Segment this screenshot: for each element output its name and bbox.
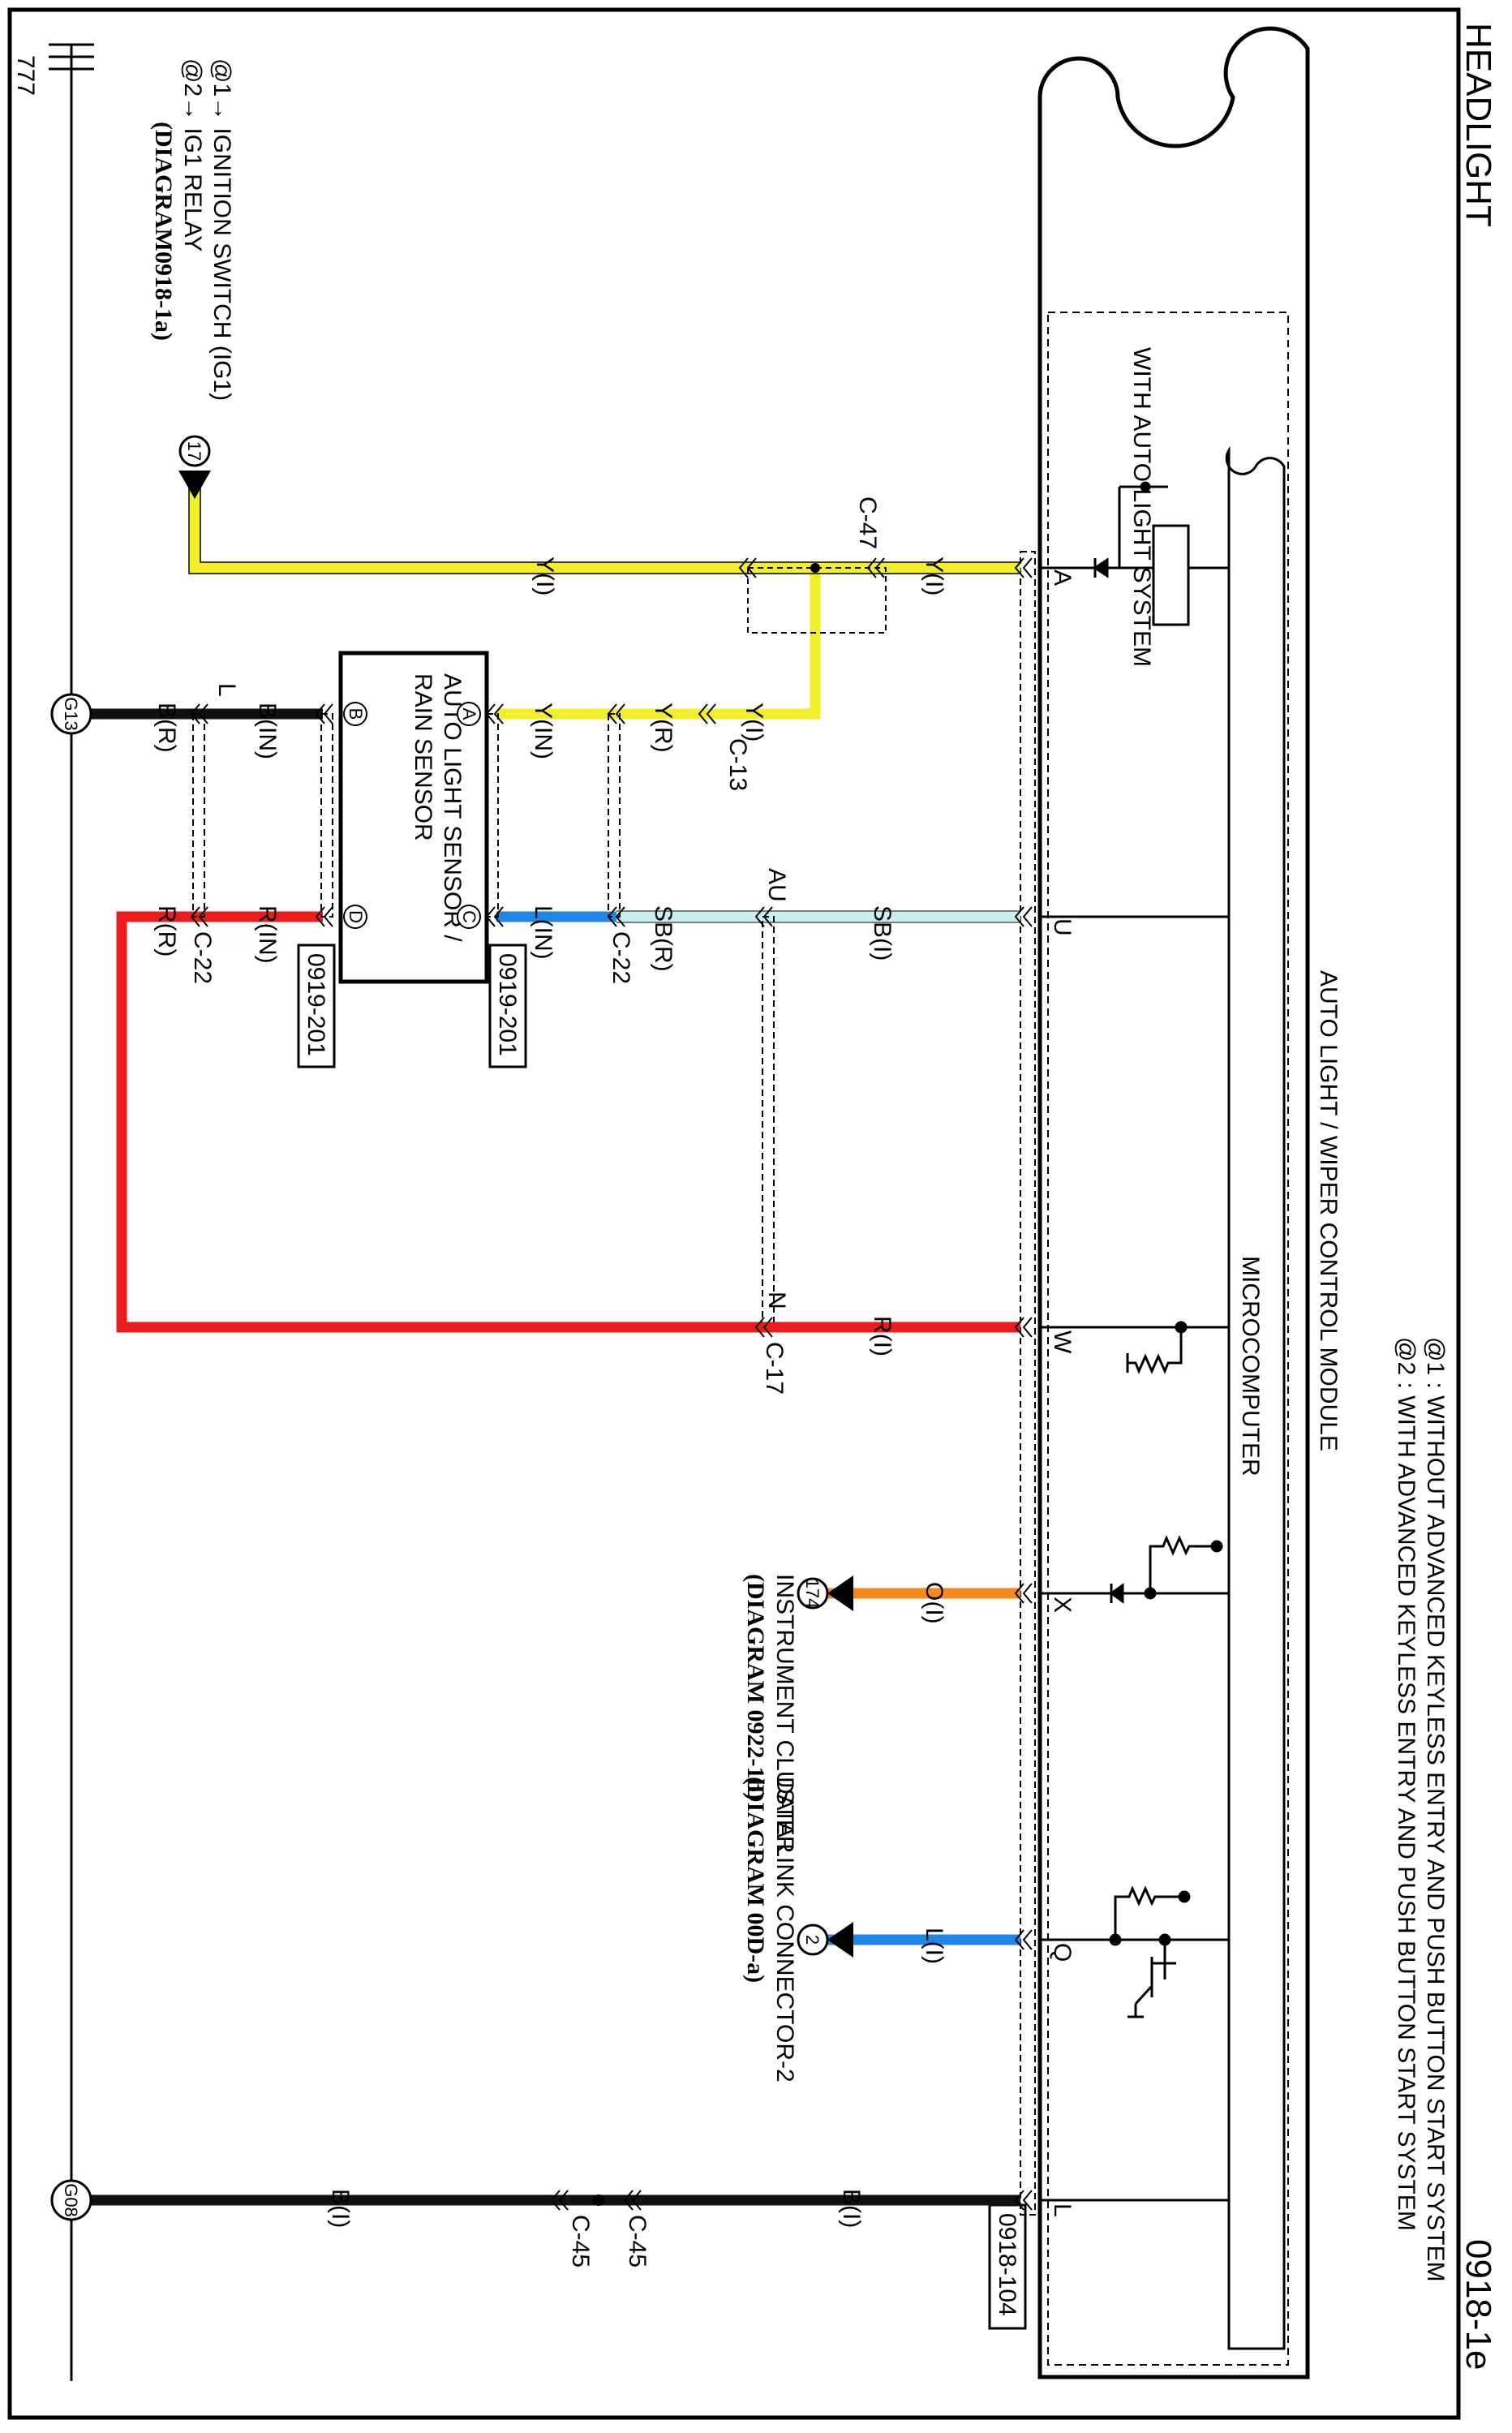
wire-label-l-in: L(IN): [530, 905, 556, 960]
power-source-line1: @1→ IGNITION SWITCH (IG1): [208, 58, 235, 401]
connector-c45-a: C-45: [624, 2215, 651, 2268]
auto-light-sensor: AUTO LIGHT SENSOR / RAIN SENSOR A B C D …: [297, 651, 527, 1068]
sensor-name-2: RAIN SENSOR: [410, 673, 436, 841]
footnote-2: @2 : WITH ADVANCED KEYLESS ENTRY AND PUS…: [1393, 1337, 1420, 2231]
wire-sb-outline: [616, 910, 1020, 923]
instrument-line2: (DIAGRAM 0922-1b): [742, 1574, 769, 1800]
pin-l: L: [1049, 2203, 1076, 2217]
connector-l: L: [213, 683, 240, 697]
wire-label-b-r: B(R): [153, 703, 180, 753]
resistor-icon-w: [1040, 1321, 1229, 1374]
pin-x: X: [1049, 1597, 1076, 1613]
module-connector-band: [1020, 551, 1036, 2216]
microcomputer-label: MICROCOMPUTER: [1237, 1256, 1264, 1477]
wire-label-y-i-2: Y(I): [531, 557, 558, 595]
transistor-icon-q: [1040, 1885, 1229, 2018]
connector-c13-c22-band: [608, 713, 621, 918]
wire-label-b-i-1: B(I): [838, 2189, 865, 2228]
sensor-connector-band-top: [486, 713, 499, 918]
ground-g08: G08: [50, 2179, 92, 2221]
power-source-line3: (DIAGRAM0918-1a): [150, 122, 177, 341]
control-module: AUTO LIGHT / WIPER CONTROL MODULE MICROC…: [988, 26, 1342, 2379]
power-source-line2: @2→ IG1 RELAY: [179, 58, 206, 251]
dlc-line1: DATA LINK CONNECTOR-2: [771, 1777, 798, 2083]
dest-instrument-cluster: 174 INSTRUMENT CLUSTER (DIAGRAM 0922-1b): [742, 1574, 853, 1853]
module-name: AUTO LIGHT / WIPER CONTROL MODULE: [1315, 970, 1342, 1451]
page-border: [7, 7, 1461, 2420]
wire-label-r-i: R(I): [869, 1316, 896, 1356]
sensor-pin-c: C: [459, 910, 479, 923]
sensor-ref-1: 0919-201: [494, 953, 521, 1056]
connector-au: AU: [763, 868, 790, 902]
pin-a: A: [1049, 570, 1076, 586]
connector-c22-band: [192, 713, 205, 918]
wire-yellow-outline: [188, 471, 1020, 574]
wire-label-y-r: Y(R): [650, 703, 677, 753]
connector-c45-b: C-45: [567, 2215, 594, 2268]
page-mark: 777: [12, 55, 39, 96]
module-variant-label: WITH AUTO LIGHT SYSTEM: [1128, 347, 1155, 667]
footnote-1: @1 : WITHOUT ADVANCED KEYLESS ENTRY AND …: [1422, 1337, 1449, 2282]
connector-c17: C-17: [761, 1342, 788, 1395]
instrument-line1: INSTRUMENT CLUSTER: [771, 1574, 798, 1853]
sensor-ref-2: 0919-201: [303, 953, 329, 1056]
relay-diode-icon: [1040, 481, 1229, 626]
wire-red: [116, 911, 1020, 1333]
wire-yellow: [189, 471, 1020, 720]
page-code: 0918-1e: [1458, 2239, 1498, 2370]
diode-icon-x: [1040, 1535, 1229, 1604]
page-title: HEADLIGHT: [1458, 23, 1498, 227]
ground-g08-label: G08: [61, 2183, 81, 2217]
pin-q: Q: [1049, 1943, 1076, 1962]
sensor-connector-band-bottom: [320, 713, 333, 918]
connector-c22-b: C-22: [189, 931, 216, 984]
au-dashed-branch: [762, 916, 775, 1328]
instrument-bubble: 174: [802, 1579, 823, 1609]
wire-label-sb-i: SB(I): [869, 905, 896, 961]
connector-c22-a: C-22: [608, 931, 634, 984]
pin-w: W: [1049, 1330, 1076, 1354]
sensor-pin-b: B: [346, 708, 366, 720]
arrow-left-icon-2: [827, 1922, 853, 1958]
wire-label-r-in: R(IN): [254, 905, 281, 964]
wire-label-b-in: B(IN): [254, 703, 281, 759]
connector-chevrons: [190, 557, 1033, 2211]
connector-c47: C-47: [854, 496, 881, 549]
arrow-left-icon: [827, 1575, 853, 1611]
dest-data-link-connector: 2 DATA LINK CONNECTOR-2 (DIAGRAM 00D-a): [742, 1777, 853, 2083]
power-source: @1→ IGNITION SWITCH (IG1) @2→ IG1 RELAY …: [150, 58, 235, 499]
c45-splice-dot: [593, 2194, 604, 2206]
pin-u: U: [1049, 918, 1076, 936]
wire-label-l-i: L(I): [921, 1928, 947, 1964]
wire-label-b-i-2: B(I): [327, 2189, 354, 2228]
wire-label-y-in: Y(IN): [530, 703, 556, 759]
power-source-bubble: 17: [184, 441, 204, 461]
module-ref-box: [988, 2203, 1027, 2330]
connector-n: N: [763, 1292, 790, 1309]
wire-label-sb-r: SB(R): [650, 905, 677, 972]
arrow-down-icon: [178, 471, 211, 499]
ground-g13: G13: [50, 693, 92, 735]
wire-label-y-i-3: Y(I): [741, 703, 767, 742]
ground-symbol-icon: [49, 43, 94, 71]
connector-c13: C-13: [724, 738, 751, 791]
wire-label-y-i-1: Y(I): [921, 557, 947, 595]
splice-dot: [810, 563, 820, 573]
dlc-bubble: 2: [802, 1935, 823, 1945]
wire-label-o-i: O(I): [921, 1582, 947, 1624]
wire-label-r-r: R(R): [153, 905, 180, 956]
sensor-pin-d: D: [346, 910, 366, 923]
sensor-pin-a: A: [459, 708, 479, 720]
module-ref: 0918-104: [994, 2213, 1020, 2316]
ground-g13-label: G13: [61, 697, 81, 731]
dlc-line2: (DIAGRAM 00D-a): [742, 1777, 769, 1983]
